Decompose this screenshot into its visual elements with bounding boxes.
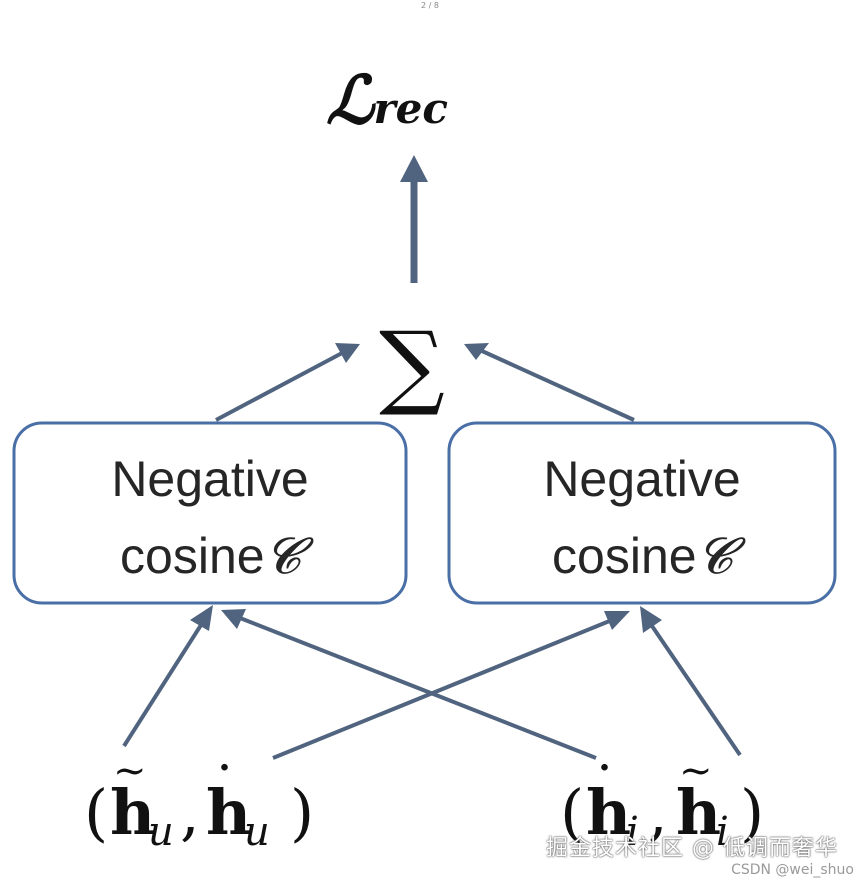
input-left-open-paren: ( [84, 776, 108, 849]
input-left-close-paren: ) [290, 776, 314, 849]
box-left-line1: Negative [111, 451, 308, 507]
arrow-right-box-to-sum [481, 349, 635, 422]
box-left-border [12, 421, 408, 605]
arrow-right-first-to-left-box [239, 616, 597, 760]
arrow-right-second-to-right-box [650, 624, 742, 757]
watermark: 掘金技术社区 @ 低调而奢华 [546, 836, 838, 861]
arrowhead-left-second-to-right-box [604, 611, 630, 630]
input-right-open-paren: ( [560, 776, 584, 849]
input-left-second-subscript: u [244, 809, 270, 855]
input-right-first-subscript: i [626, 809, 639, 855]
arrow-left-second-to-right-box [272, 618, 613, 760]
box-right-line2-text: cosine [552, 528, 697, 584]
arrowhead-sum-to-loss [400, 155, 428, 182]
credit-text: CSDN @wei_shuo [731, 862, 854, 878]
input-left-separator: , [180, 776, 200, 849]
input-right-close-paren: ) [740, 776, 764, 849]
arrowhead-right-box-to-sum [464, 343, 489, 360]
input-left-second-vector: h [206, 776, 251, 849]
arrowhead-right-first-to-left-box [221, 609, 246, 629]
input-left-first-subscript: u [148, 809, 174, 855]
input-right-first-vector: h [586, 776, 631, 849]
arrowhead-left-first-to-left-box [190, 605, 213, 631]
input-left-first-vector: h [110, 776, 155, 849]
arrowhead-left-box-to-sum [335, 343, 360, 363]
box-left-line2: cosine𝓒 [120, 527, 315, 585]
box-left-line2-text: cosine [120, 528, 265, 584]
arrowhead-right-second-to-right-box [640, 606, 662, 633]
loss-symbol: ℒ [326, 61, 376, 139]
box-right-border [447, 421, 837, 605]
box-right-line2: cosine𝓒 [552, 527, 747, 585]
input-right-second-subscript: i [716, 809, 729, 855]
box-right-line1: Negative [543, 451, 740, 507]
negative-cosine-box-left: Negative cosine𝓒 [12, 421, 408, 605]
input-left-first-tilde: ~ [113, 748, 147, 794]
input-right-first-dot: ˙ [593, 757, 616, 811]
input-right-second-tilde: ~ [679, 748, 713, 794]
input-right-separator: , [648, 776, 668, 849]
page-indicator: 2 / 8 [421, 1, 439, 10]
arrow-left-box-to-sum [215, 350, 345, 422]
loss-subscript: rec [374, 84, 448, 133]
input-left-second-dot: ˙ [213, 757, 236, 811]
input-right: ( h ˙ i , h ~ i ) [560, 748, 764, 855]
negative-cosine-box-right: Negative cosine𝓒 [447, 421, 837, 605]
input-right-second-vector: h [676, 776, 721, 849]
arrow-left-first-to-left-box [122, 623, 203, 748]
input-left: ( h ~ u , h ˙ u ) [84, 748, 314, 855]
sum-symbol: ∑ [379, 312, 445, 419]
output-loss-label: ℒrec [326, 61, 448, 139]
